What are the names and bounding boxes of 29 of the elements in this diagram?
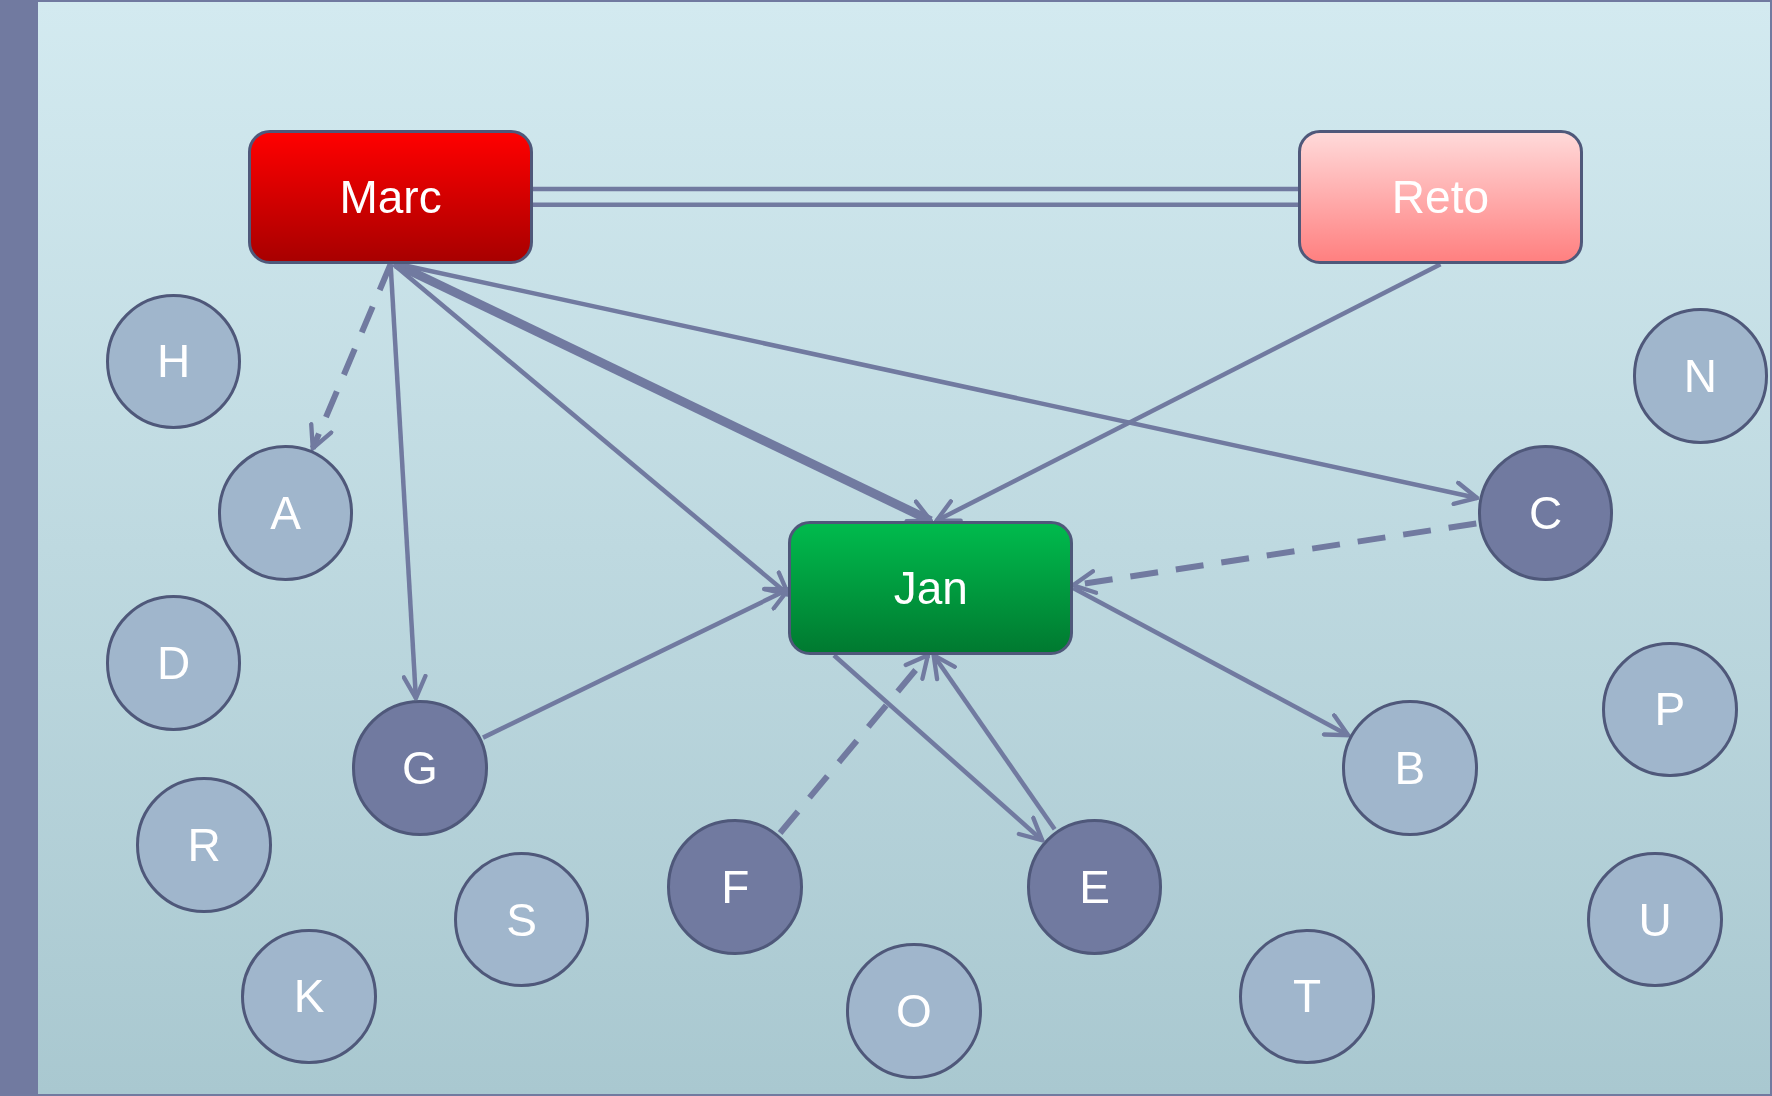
node-label: U [1638,896,1672,943]
node-label: F [721,863,750,910]
arrow [832,653,1045,843]
node-label: B [1394,745,1426,792]
arrow [934,262,1442,523]
node-label: C [1528,489,1563,536]
node-label: K [293,973,325,1020]
node-label: G [402,745,438,792]
node-label: Reto [1391,173,1490,220]
dashed-arrow [1071,520,1477,595]
node-label: N [1683,353,1717,400]
node-label: S [506,896,537,943]
node-label: E [1079,863,1110,910]
arrow [388,264,428,701]
node-label: R [187,822,221,869]
arrow [931,653,1057,831]
node-label: A [270,489,301,536]
name-box [1298,129,1583,265]
node-label: T [1293,973,1322,1020]
node-label: H [157,338,191,385]
name-box [788,520,1074,656]
arrow [1072,585,1351,738]
node-label: Marc [339,173,442,220]
node-label: Jan [893,564,968,611]
name-box [248,129,533,265]
node-label: O [895,988,932,1035]
dashed-arrow [777,653,931,835]
node-label: P [1654,686,1686,733]
node-label: D [157,640,191,687]
